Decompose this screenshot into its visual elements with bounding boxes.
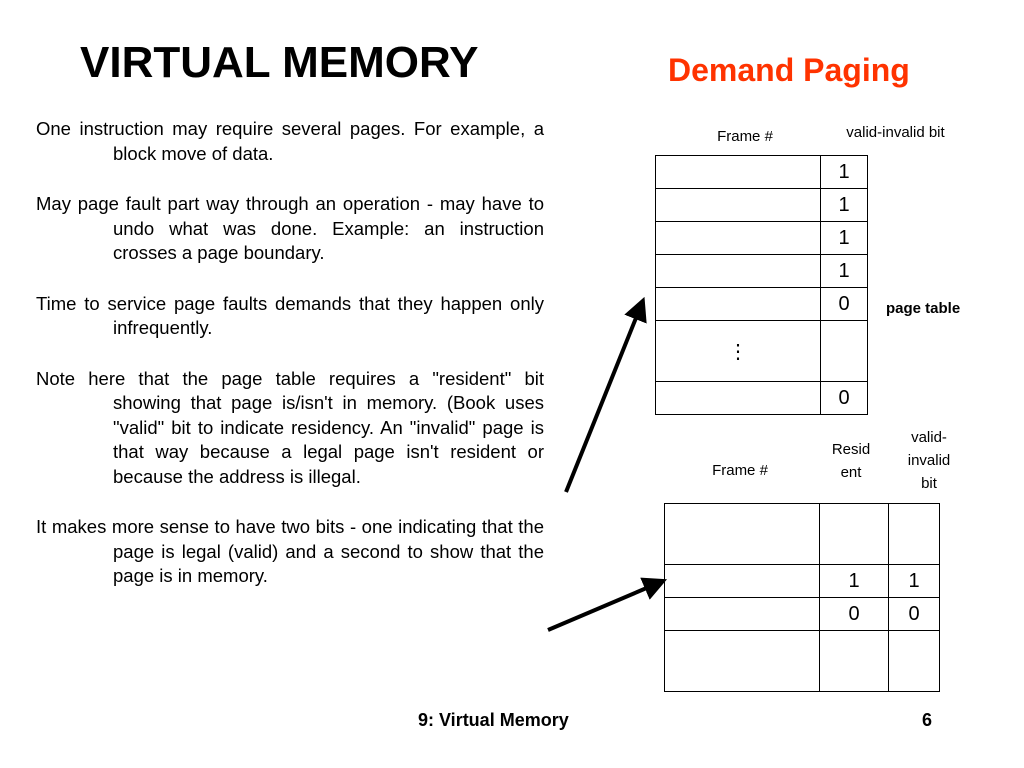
page-table-label: page table xyxy=(886,300,961,317)
paragraph: May page fault part way through an opera… xyxy=(36,193,544,263)
table-row: 0 xyxy=(655,381,868,415)
footer-text: 9: Virtual Memory xyxy=(418,710,569,730)
bit-cell: 0 xyxy=(820,381,868,415)
table1-bit-header: valid-invalid bit xyxy=(846,124,945,141)
valid-cell: 1 xyxy=(888,564,940,598)
ellipsis-cell: ⋮ xyxy=(655,320,821,382)
resident-cell: 1 xyxy=(819,564,889,598)
table-row: 0 xyxy=(655,287,868,321)
frame-cell xyxy=(664,564,820,598)
page-number: 6 xyxy=(922,710,933,730)
bit-cell: 1 xyxy=(820,254,868,288)
valid-cell: 0 xyxy=(888,597,940,631)
table-row xyxy=(664,630,940,692)
table2-frame-header: Frame # xyxy=(712,462,768,479)
table-row: 1 xyxy=(655,155,868,189)
table2-valid-header: valid- invalid bit xyxy=(907,429,951,492)
frame-cell xyxy=(655,381,821,415)
frame-cell xyxy=(664,630,820,692)
table-row: ⋮ xyxy=(655,320,868,382)
slide-subtitle: Demand Paging xyxy=(668,52,910,88)
bit-cell: 1 xyxy=(820,188,868,222)
frame-cell xyxy=(655,188,821,222)
valid-cell xyxy=(888,503,940,565)
resident-cell xyxy=(819,630,889,692)
paragraph: Note here that the page table requires a… xyxy=(36,367,544,487)
resident-cell xyxy=(819,503,889,565)
table-row xyxy=(664,503,940,565)
valid-cell xyxy=(888,630,940,692)
paragraph: Time to service page faults demands that… xyxy=(36,292,544,339)
frame-cell xyxy=(655,155,821,189)
page-table-1: 1 1 1 1 0 ⋮ 0 xyxy=(655,155,868,415)
bit-cell: 0 xyxy=(820,287,868,321)
paragraph: One instruction may require several page… xyxy=(36,118,544,164)
bit-cell: 1 xyxy=(820,221,868,255)
table2-resident-header: Resid ent xyxy=(831,441,871,481)
frame-cell xyxy=(655,254,821,288)
slide-title: VIRTUAL MEMORY xyxy=(80,38,479,87)
table-row: 1 xyxy=(655,188,868,222)
bit-cell xyxy=(820,320,868,382)
arrow-to-page-table xyxy=(564,296,647,493)
table1-frame-header: Frame # xyxy=(717,128,773,145)
frame-cell xyxy=(655,221,821,255)
arrow-to-two-bit-table xyxy=(547,577,668,632)
table-row: 1 xyxy=(655,221,868,255)
paragraph: It makes more sense to have two bits - o… xyxy=(36,516,544,586)
body-text: One instruction may require several page… xyxy=(36,117,544,615)
table-row: 1 xyxy=(655,254,868,288)
frame-cell xyxy=(664,503,820,565)
